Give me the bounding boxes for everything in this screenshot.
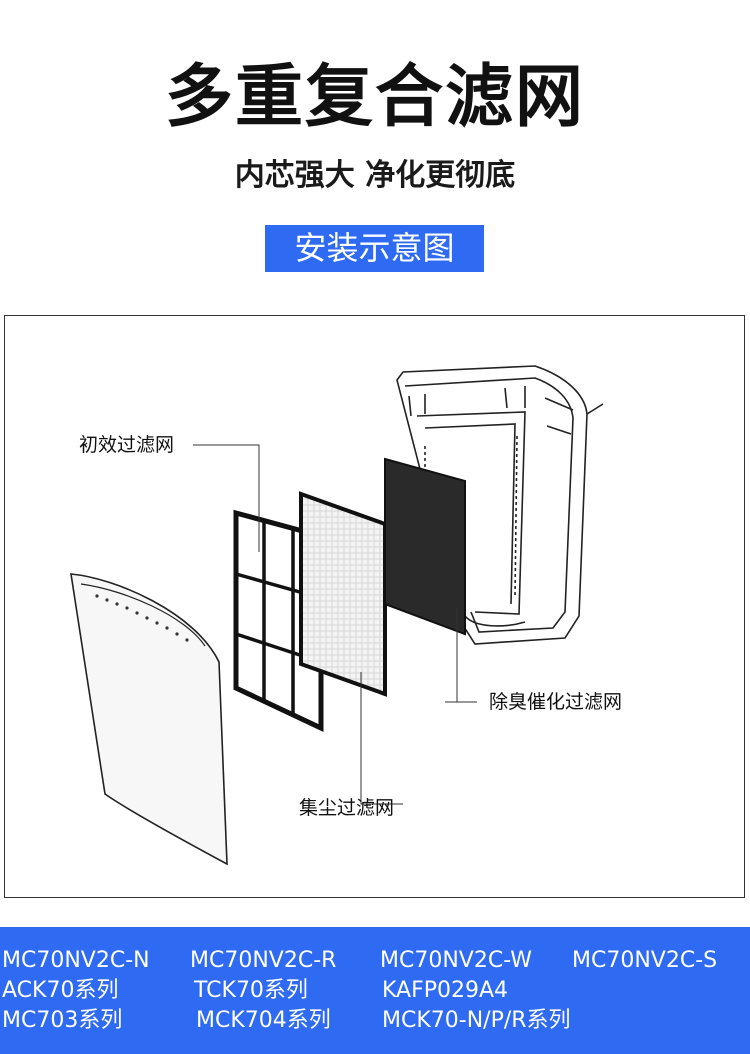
pre-filter-label: 初效过滤网 bbox=[79, 434, 175, 456]
model-item: TCK70系列 bbox=[194, 978, 308, 1003]
compatible-models-panel: MC70NV2C-N MC70NV2C-R MC70NV2C-W MC70NV2… bbox=[0, 927, 750, 1054]
page-title: 多重复合滤网 bbox=[164, 58, 585, 137]
model-item: MCK704系列 bbox=[196, 1008, 331, 1033]
dust-filter bbox=[299, 491, 387, 697]
page-subtitle: 内芯强大 净化更彻底 bbox=[234, 158, 516, 193]
model-item: ACK70系列 bbox=[2, 978, 119, 1003]
label-leader-lines bbox=[193, 444, 477, 805]
model-item: MC70NV2C-W bbox=[380, 948, 533, 973]
deodorizing-filter-label: 除臭催化过滤网 bbox=[489, 691, 623, 713]
model-item: MC70NV2C-S bbox=[572, 948, 718, 973]
model-item: MC70NV2C-N bbox=[2, 948, 150, 973]
exploded-view-illustration bbox=[70, 365, 604, 866]
model-item: MC703系列 bbox=[2, 1008, 123, 1033]
installation-diagram: 初效过滤网 除臭催化过滤网 集尘过滤网 bbox=[4, 315, 745, 898]
dust-filter-label: 集尘过滤网 bbox=[299, 797, 395, 819]
deodorizing-filter bbox=[384, 457, 466, 636]
model-item: KAFP029A4 bbox=[382, 978, 509, 1003]
model-item: MCK70-N/P/R系列 bbox=[382, 1008, 571, 1033]
front-panel bbox=[70, 573, 228, 866]
model-item: MC70NV2C-R bbox=[190, 948, 337, 973]
installation-diagram-badge: 安装示意图 bbox=[265, 225, 484, 272]
